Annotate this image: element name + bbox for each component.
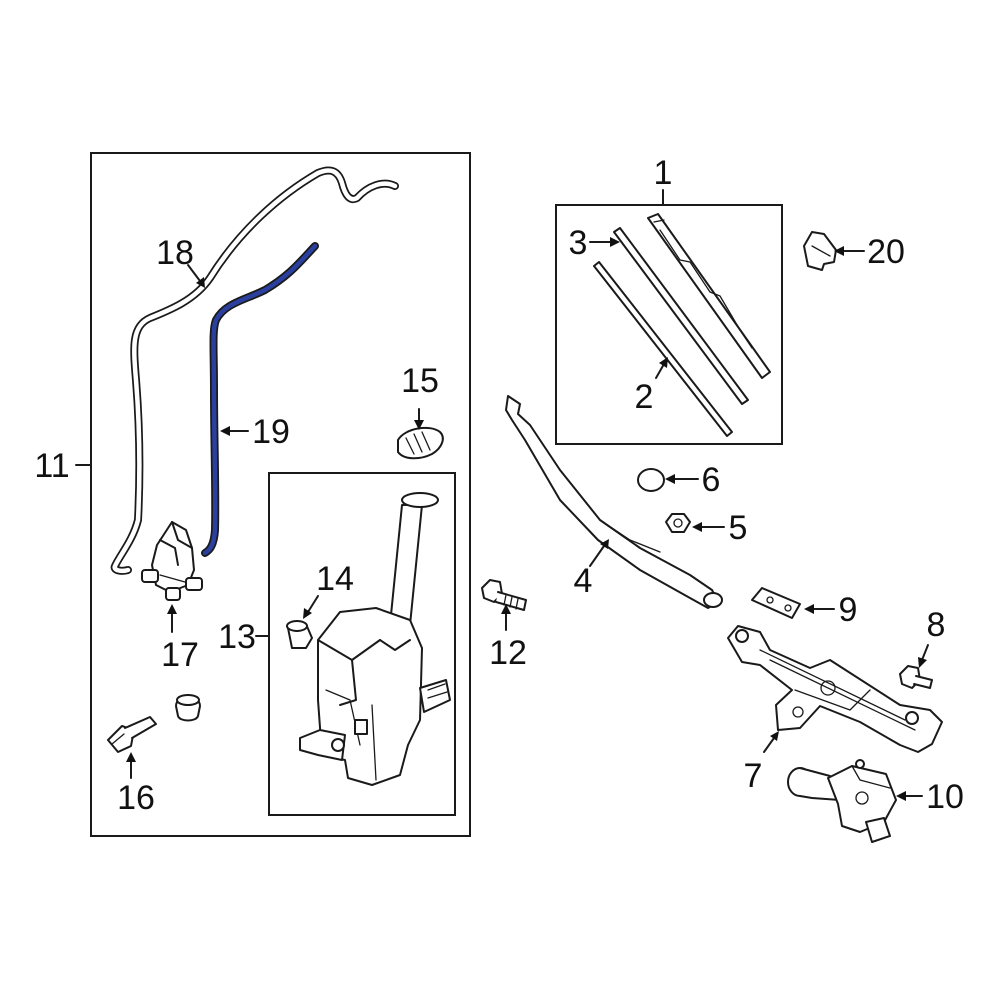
callout-17: 17 [161,636,199,674]
connector-16[interactable] [107,716,157,753]
callout-4: 4 [574,562,593,600]
wiper-blade-3[interactable] [647,213,771,379]
callout-3: 3 [569,224,588,262]
callout-7: 7 [744,757,763,795]
wiper-linkage-7[interactable] [727,625,943,753]
leader-lines [75,189,929,801]
bolt-12[interactable] [481,579,527,611]
callout-20: 20 [867,233,905,271]
bracket-9[interactable] [751,587,801,619]
callout-2: 2 [635,378,654,416]
callout-labels: 1 3 2 20 6 5 4 9 8 7 10 11 18 19 15 14 1… [34,154,964,817]
reservoir-frame [268,472,456,816]
callout-12: 12 [489,634,527,672]
wiper-arm-4[interactable] [505,395,723,609]
arm-nut-5[interactable] [665,513,691,533]
callout-1: 1 [654,154,673,192]
callout-14: 14 [316,560,354,598]
callout-19: 19 [252,413,290,451]
wiper-blade-refill[interactable] [613,227,749,405]
callout-11: 11 [34,447,69,485]
bolt-8[interactable] [899,665,933,689]
clip-20[interactable] [803,231,837,271]
callout-8: 8 [927,606,946,644]
callout-9: 9 [839,591,858,629]
callout-16: 16 [117,779,155,817]
washer-reservoir-13[interactable] [299,492,451,786]
washer-hose-19-highlighted[interactable] [201,242,319,557]
washer-hose-18[interactable] [110,166,399,575]
blade-kit-frame [555,204,783,445]
callout-6: 6 [702,461,721,499]
arm-cap-6[interactable] [637,468,665,492]
washer-system-frame [90,152,471,837]
wiper-insert-2[interactable] [593,261,733,437]
callout-5: 5 [729,509,748,547]
callout-13: 13 [218,618,256,656]
callout-10: 10 [926,778,964,816]
washer-pump-17[interactable] [141,521,203,601]
wiper-motor-10[interactable] [787,759,897,843]
pump-grommet[interactable] [175,694,201,722]
grommet-14[interactable] [286,620,313,649]
reservoir-cap-15[interactable] [397,426,444,460]
callout-15: 15 [401,362,439,400]
callout-18: 18 [156,234,194,272]
